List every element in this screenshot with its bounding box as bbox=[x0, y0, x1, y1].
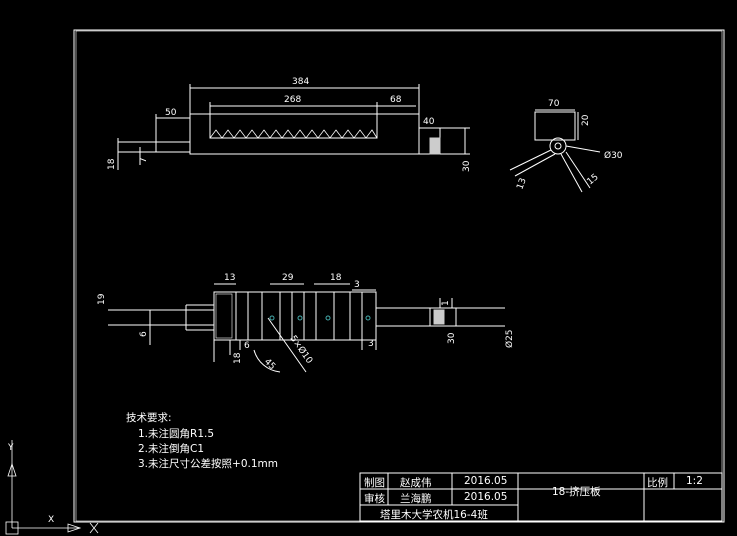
dim-50: 50 bbox=[165, 108, 177, 118]
tech-requirement-3: 3.未注尺寸公差按照+0.1mm bbox=[138, 458, 278, 470]
dim-chamfer: 5×Ø10 bbox=[288, 333, 315, 366]
ucs-y-label: Y bbox=[7, 443, 14, 453]
dim-68: 68 bbox=[390, 95, 402, 105]
scale-label: 比例 bbox=[647, 477, 668, 489]
dim-30-top: 30 bbox=[462, 160, 472, 172]
dim-29: 29 bbox=[282, 273, 294, 283]
dim-18-front: 18 bbox=[330, 273, 342, 283]
dim-30-front: 30 bbox=[447, 332, 457, 344]
dim-19: 19 bbox=[97, 293, 107, 305]
ucs-icon bbox=[5, 440, 99, 535]
draw-label: 制图 bbox=[364, 477, 385, 489]
front-view bbox=[108, 283, 505, 373]
dim-18-bottom: 18 bbox=[233, 352, 243, 364]
school-class: 塔里木大学农机16-4班 bbox=[380, 509, 488, 521]
dim-13-front: 13 bbox=[224, 273, 235, 283]
top-view-dims: 384 268 68 50 40 18 7 30 bbox=[107, 77, 472, 172]
dim-20: 20 bbox=[581, 114, 591, 126]
top-view bbox=[117, 84, 470, 170]
dim-45: 45 bbox=[262, 357, 277, 372]
dim-7: 7 bbox=[139, 157, 149, 163]
part-name: 18-挤压板 bbox=[552, 486, 601, 498]
dim-1: 1 bbox=[441, 300, 451, 306]
tech-requirement-2: 2.未注倒角C1 bbox=[138, 443, 205, 455]
scale-value: 1:2 bbox=[686, 475, 703, 487]
dim-3-bottom: 3 bbox=[368, 339, 374, 349]
dim-13: 13 bbox=[515, 177, 528, 191]
dim-dia-30: Ø30 bbox=[604, 150, 623, 161]
dim-384: 384 bbox=[292, 77, 309, 87]
dim-268: 268 bbox=[284, 95, 301, 105]
side-view-dims: 70 20 Ø30 13 15 bbox=[515, 99, 622, 191]
dim-40: 40 bbox=[423, 117, 435, 127]
draw-date: 2016.05 bbox=[464, 475, 508, 487]
checker-name: 兰海鹏 bbox=[400, 493, 432, 505]
dim-3-top: 3 bbox=[354, 280, 360, 290]
dim-dia-25: Ø25 bbox=[504, 329, 515, 348]
tech-requirement-1: 1.未注圆角R1.5 bbox=[138, 428, 215, 440]
check-label: 审核 bbox=[364, 493, 385, 505]
tech-requirements-title: 技术要求: bbox=[126, 412, 172, 424]
dim-6: 6 bbox=[139, 331, 149, 337]
dim-6-bottom: 6 bbox=[244, 341, 250, 351]
title-block-grid bbox=[359, 472, 723, 522]
dim-18: 18 bbox=[107, 158, 117, 170]
front-view-dims: 13 29 18 3 1 19 6 18 6 45 5×Ø10 30 3 Ø25 bbox=[97, 273, 515, 372]
side-view bbox=[509, 109, 601, 193]
ucs-x-label: X bbox=[48, 515, 54, 525]
check-date: 2016.05 bbox=[464, 491, 508, 503]
dim-70: 70 bbox=[548, 99, 560, 109]
drawer-name: 赵成伟 bbox=[400, 477, 432, 489]
drawing-border bbox=[73, 29, 725, 523]
